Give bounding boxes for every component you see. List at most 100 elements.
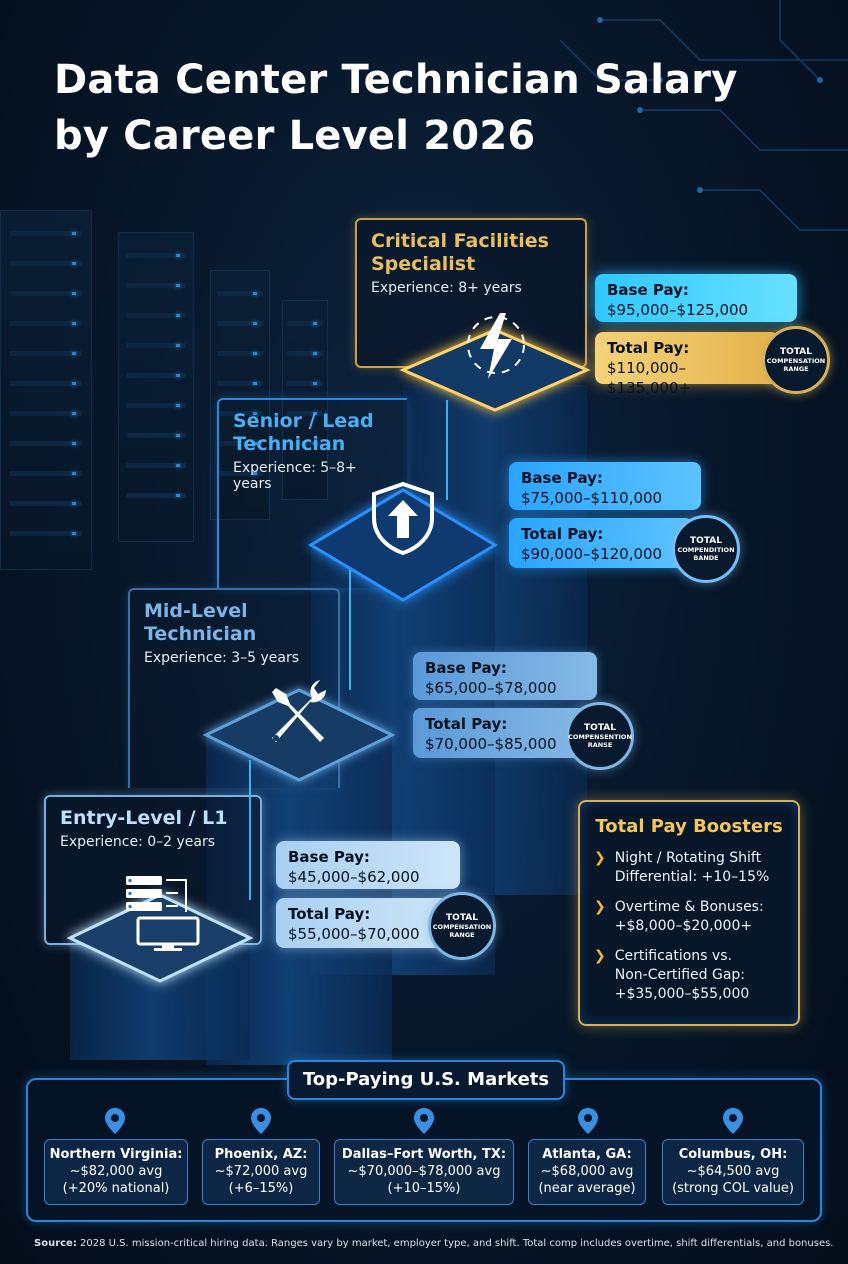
booster-item: ❯ Certifications vs. Non-Certified Gap: … (594, 947, 784, 1004)
market-avg: ~$68,000 avg (540, 1164, 634, 1179)
base-pay-label: Base Pay: (288, 848, 370, 866)
market-note: (+6–15%) (228, 1181, 294, 1196)
base-pay-value: $95,000–$125,000 (607, 301, 749, 319)
base-pay-value: $65,000–$78,000 (425, 679, 557, 697)
total-pay-value: $110,000–$135,000+ (607, 359, 692, 397)
total-pay-label: Total Pay: (607, 339, 690, 357)
source-text: 2028 U.S. mission-critical hiring data. … (76, 1238, 834, 1249)
level-name-senior-2: Technician (233, 433, 346, 455)
platform-mid (202, 688, 396, 782)
total-pay-label: Total Pay: (288, 905, 371, 923)
total-pay-entry: Total Pay: $55,000–$70,000 (276, 898, 452, 948)
total-comp-badge-mid: TOTAL COMPENSENTION RANSE (566, 702, 634, 770)
platform-critical (399, 328, 591, 412)
market-name: Atlanta, GA: (542, 1147, 632, 1162)
booster-item: ❯ Overtime & Bonuses: +$8,000–$20,000+ (594, 898, 784, 936)
market-name: Dallas–Fort Worth, TX: (341, 1147, 507, 1162)
badge-line-2: COMPENDITION BANDE (677, 546, 735, 562)
level-experience-entry: Experience: 0–2 years (60, 834, 216, 850)
market-name: Columbus, OH: (678, 1147, 788, 1162)
market-name: Phoenix, AZ: (214, 1147, 308, 1162)
market-dallas-fort-worth: Dallas–Fort Worth, TX: ~$70,000–$78,000 … (334, 1139, 514, 1205)
booster-item: ❯ Night / Rotating Shift Differential: +… (594, 849, 784, 887)
base-pay-label: Base Pay: (607, 281, 689, 299)
market-avg: ~$70,000–$78,000 avg (347, 1164, 501, 1179)
location-pin-icon (251, 1108, 271, 1134)
total-pay-label: Total Pay: (521, 525, 604, 543)
booster-text: Non-Certified Gap: (614, 967, 746, 983)
base-pay-mid: Base Pay: $65,000–$78,000 (413, 652, 597, 700)
total-comp-badge-critical: TOTAL COMPENSATION RANGE (762, 326, 830, 394)
market-name: Northern Virginia: (49, 1147, 183, 1162)
source-note: Source: 2028 U.S. mission-critical hirin… (34, 1238, 833, 1249)
market-atlanta: Atlanta, GA: ~$68,000 avg (near average) (528, 1139, 646, 1205)
market-phoenix: Phoenix, AZ: ~$72,000 avg (+6–15%) (202, 1139, 320, 1205)
market-note: (near average) (538, 1181, 636, 1196)
level-name-mid-1: Mid-Level (144, 600, 248, 622)
location-pin-icon (105, 1108, 125, 1134)
badge-line-1: TOTAL (446, 913, 478, 923)
server-rack-1 (0, 210, 92, 570)
level-name-entry: Entry-Level / L1 (60, 807, 228, 829)
lightning-bolt-icon (467, 313, 525, 379)
shield-arrow-icon (372, 481, 434, 556)
level-experience-mid: Experience: 3–5 years (144, 650, 300, 666)
badge-line-2: COMPENSATION RANGE (766, 357, 826, 373)
total-pay-label: Total Pay: (425, 715, 508, 733)
total-pay-value: $55,000–$70,000 (288, 925, 420, 943)
market-columbus: Columbus, OH: ~$64,500 avg (strong COL v… (662, 1139, 804, 1205)
booster-text: Overtime & Bonuses: (614, 899, 764, 915)
total-pay-senior: Total Pay: $90,000–$120,000 (509, 518, 693, 568)
badge-line-1: TOTAL (584, 723, 616, 733)
location-pin-icon (723, 1108, 743, 1134)
total-pay-value: $70,000–$85,000 (425, 735, 557, 753)
total-comp-badge-entry: TOTAL COMPENSATION RANGE (428, 892, 496, 960)
server-monitor-icon (126, 876, 200, 951)
wrench-screwdriver-icon (272, 680, 326, 742)
title-line-1: Data Center Technician Salary (54, 57, 738, 103)
base-pay-senior: Base Pay: $75,000–$110,000 (509, 462, 701, 510)
market-note: (+10–15%) (387, 1181, 461, 1196)
server-rack-2 (118, 232, 194, 542)
source-label: Source: (34, 1238, 77, 1249)
chevron-right-icon: ❯ (594, 899, 606, 915)
base-pay-value: $45,000–$62,000 (288, 868, 420, 886)
boosters-title: Total Pay Boosters (595, 816, 783, 837)
badge-line-2: COMPENSENTION RANSE (568, 733, 632, 749)
server-rack-4 (282, 300, 328, 500)
level-name-senior-1: Senior / Lead (233, 410, 374, 432)
pay-boosters-panel: Total Pay Boosters ❯ Night / Rotating Sh… (578, 800, 800, 1026)
market-avg: ~$82,000 avg (69, 1164, 163, 1179)
booster-text: +$35,000–$55,000 (614, 986, 750, 1002)
title-line-2: by Career Level 2026 (54, 113, 536, 159)
chevron-right-icon: ❯ (594, 850, 606, 866)
booster-text: Differential: +10–15% (614, 869, 770, 885)
market-avg: ~$72,000 avg (214, 1164, 308, 1179)
base-pay-label: Base Pay: (425, 659, 507, 677)
total-pay-mid: Total Pay: $70,000–$85,000 (413, 708, 589, 758)
booster-text: +$8,000–$20,000+ (614, 918, 753, 934)
market-note: (+20% national) (62, 1181, 170, 1196)
server-rack-3 (210, 270, 270, 520)
level-panel-senior: Senior / Lead Technician Experience: 5–8… (217, 398, 407, 588)
booster-text: Certifications vs. (614, 948, 732, 964)
market-northern-virginia: Northern Virginia: ~$82,000 avg (+20% na… (44, 1139, 188, 1205)
badge-line-1: TOTAL (780, 347, 812, 357)
level-name-critical-2: Specialist (371, 253, 476, 275)
level-experience-critical: Experience: 8+ years (371, 280, 522, 296)
total-pay-critical: Total Pay: $110,000–$135,000+ (595, 332, 779, 397)
base-pay-critical: Base Pay: $95,000–$125,000 (595, 274, 797, 322)
markets-title: Top-Paying U.S. Markets (287, 1060, 565, 1100)
location-pin-icon (414, 1108, 434, 1134)
total-comp-badge-senior: TOTAL COMPENDITION BANDE (672, 515, 740, 583)
market-avg: ~$64,500 avg (686, 1164, 780, 1179)
base-pay-value: $75,000–$110,000 (521, 489, 663, 507)
base-pay-label: Base Pay: (521, 469, 603, 487)
platform-entry (66, 893, 254, 983)
total-pay-value: $90,000–$120,000 (521, 545, 663, 563)
location-pin-icon (578, 1108, 598, 1134)
level-name-critical-1: Critical Facilities (371, 230, 549, 252)
base-pay-entry: Base Pay: $45,000–$62,000 (276, 841, 460, 889)
chevron-right-icon: ❯ (594, 948, 606, 964)
